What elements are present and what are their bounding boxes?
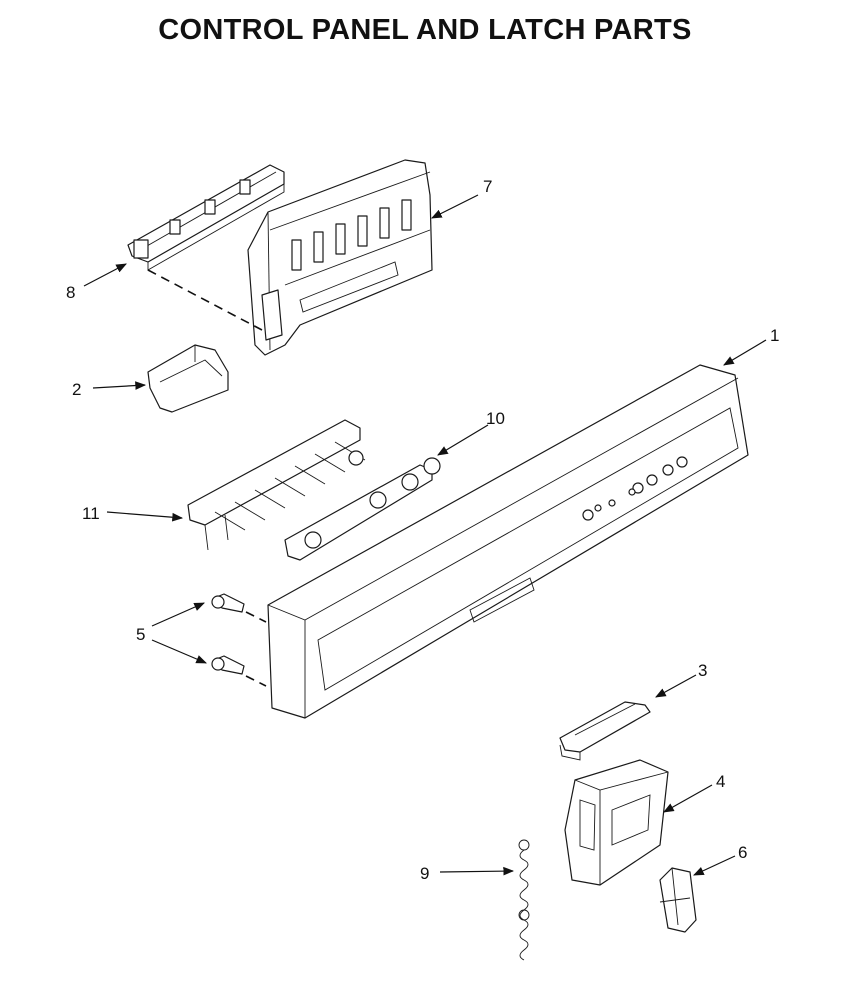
part-4-latch-assembly xyxy=(564,759,669,886)
callout-label-8: 8 xyxy=(66,283,75,302)
screw-alignment-lower xyxy=(245,675,267,687)
part-6-latch-strike xyxy=(659,867,697,933)
callout-label-6: 6 xyxy=(738,843,747,862)
callout-label-11: 11 xyxy=(82,504,100,523)
screw-alignment-upper xyxy=(245,611,267,623)
part-1-control-panel xyxy=(267,364,749,719)
diagram-title: CONTROL PANEL AND LATCH PARTS xyxy=(158,14,692,46)
callout-label-3: 3 xyxy=(698,661,707,680)
part-9-spring xyxy=(518,839,530,961)
callout-label-7: 7 xyxy=(483,177,492,196)
part-2-bracket xyxy=(147,344,229,413)
callout-label-5: 5 xyxy=(136,625,145,644)
callout-leaders xyxy=(83,194,767,876)
callout-label-10: 10 xyxy=(486,409,505,428)
part-10-buttons xyxy=(304,450,441,549)
part-8-bracket xyxy=(127,164,285,271)
part-11-button-carrier xyxy=(187,419,433,561)
callout-label-9: 9 xyxy=(420,864,429,883)
callout-label-4: 4 xyxy=(716,772,725,791)
alignment-line xyxy=(147,269,263,331)
part-5-screw-upper xyxy=(211,593,245,613)
part-3-latch-handle xyxy=(559,701,651,761)
part-5-screw-lower xyxy=(211,655,245,675)
part-7-control-module xyxy=(247,159,433,356)
callout-label-1: 1 xyxy=(770,326,779,345)
callout-label-2: 2 xyxy=(72,380,81,399)
